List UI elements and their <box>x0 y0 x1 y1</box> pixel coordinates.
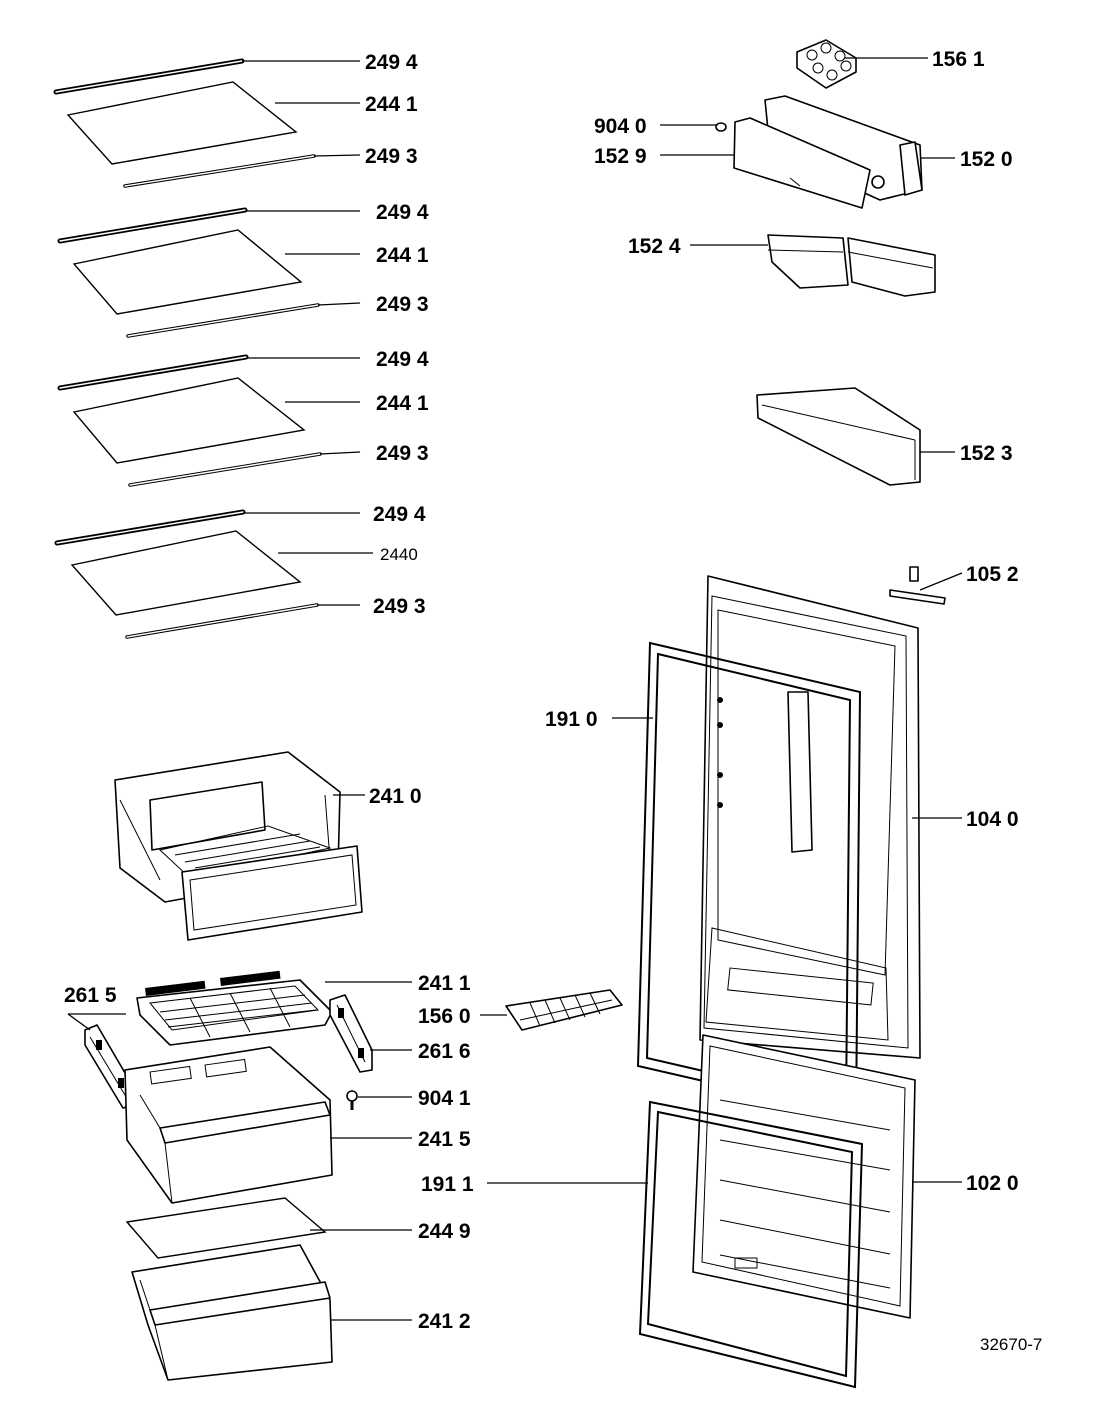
label-241-2: 241 2 <box>418 1310 471 1333</box>
label-2440: 2440 <box>380 545 418 564</box>
label-152-9: 152 9 <box>594 145 647 168</box>
freezer-door-gasket <box>638 1100 864 1389</box>
label-191-1: 191 1 <box>421 1173 474 1196</box>
label-152-4: 152 4 <box>628 235 681 258</box>
freezer-drawer-upper <box>124 1046 333 1204</box>
shelf-set-3 <box>57 354 322 487</box>
shelf-set-1 <box>53 58 316 188</box>
label-261-6: 261 6 <box>418 1040 471 1063</box>
diagram-reference-number: 32670-7 <box>980 1335 1042 1354</box>
glass-shelf-1 <box>66 81 298 165</box>
label-156-0: 156 0 <box>418 1005 471 1028</box>
label-249-3-d: 249 3 <box>373 595 426 618</box>
hinge-part <box>889 566 946 605</box>
screw-part <box>346 1090 358 1110</box>
label-104-0: 104 0 <box>966 808 1019 831</box>
glass-shelf-3 <box>72 377 306 464</box>
label-249-4-c: 249 4 <box>376 348 429 371</box>
label-249-3-a: 249 3 <box>365 145 418 168</box>
crisper-drawer <box>114 751 363 941</box>
freezer-door <box>692 1034 916 1319</box>
shelf-set-4 <box>54 509 319 639</box>
label-156-1: 156 1 <box>932 48 985 71</box>
label-152-3: 152 3 <box>960 442 1013 465</box>
freezer-glass-shelf <box>125 1197 327 1259</box>
label-152-0: 152 0 <box>960 148 1013 171</box>
label-191-0: 191 0 <box>545 708 598 731</box>
drawer-slide-right <box>329 994 373 1073</box>
egg-tray <box>796 39 857 89</box>
nut-part <box>715 122 727 132</box>
label-244-1-a: 244 1 <box>365 93 418 116</box>
door-bin-small-pair <box>767 234 936 297</box>
glass-shelf-4 <box>70 530 302 616</box>
label-904-0: 904 0 <box>594 115 647 138</box>
label-244-9: 244 9 <box>418 1220 471 1243</box>
label-241-5: 241 5 <box>418 1128 471 1151</box>
fridge-door <box>699 575 921 1059</box>
label-249-4-b: 249 4 <box>376 201 429 224</box>
door-bin-large <box>756 387 921 486</box>
ice-cube-tray <box>505 989 623 1031</box>
label-241-0: 241 0 <box>369 785 422 808</box>
drawer-tray <box>136 970 333 1046</box>
label-904-1: 904 1 <box>418 1087 471 1110</box>
label-249-4-d: 249 4 <box>373 503 426 526</box>
label-249-4-a: 249 4 <box>365 51 418 74</box>
freezer-drawer-lower <box>131 1244 333 1381</box>
label-102-0: 102 0 <box>966 1172 1019 1195</box>
label-244-1-c: 244 1 <box>376 392 429 415</box>
label-249-3-b: 249 3 <box>376 293 429 316</box>
label-241-1: 241 1 <box>418 972 471 995</box>
label-249-3-c: 249 3 <box>376 442 429 465</box>
label-105-2: 105 2 <box>966 563 1019 586</box>
shelf-set-2 <box>57 207 320 338</box>
label-244-1-b: 244 1 <box>376 244 429 267</box>
dairy-compartment <box>733 95 923 209</box>
glass-shelf-2 <box>72 229 303 315</box>
label-261-5: 261 5 <box>64 984 117 1007</box>
